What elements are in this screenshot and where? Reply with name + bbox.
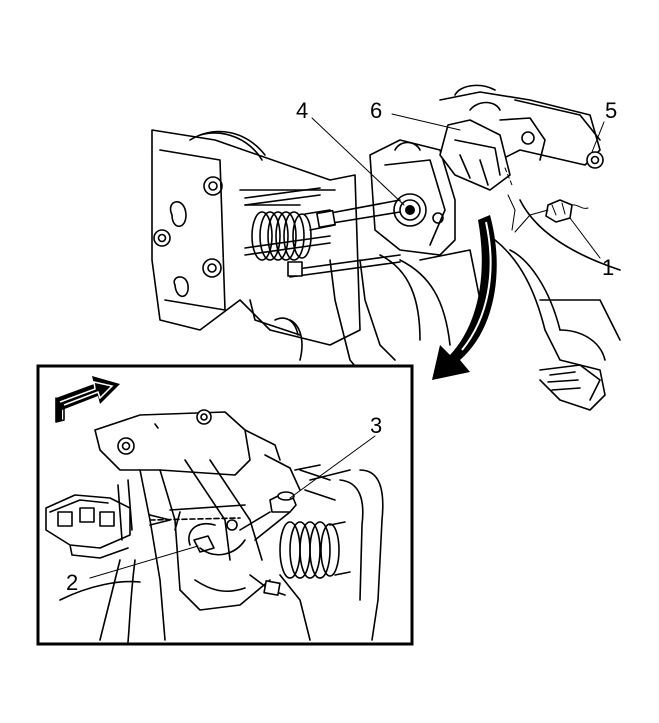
switch-bracket [439,84,604,191]
callout-label-2: 2 [66,570,78,595]
callout-label-1: 1 [602,255,614,280]
bulkhead-plate [151,129,361,346]
pedal-bracket [316,139,456,256]
inset-retaining-clip [149,504,246,556]
callout-label-6: 6 [370,98,382,123]
inset-mounting-plate [94,409,351,491]
curved-arrow-icon [432,215,497,380]
callout-label-4: 4 [296,98,308,123]
inset-leader-lines [89,435,376,579]
detail-inset: 3 2 [36,364,414,646]
brake-pedal-pad [494,199,621,411]
block-arrow-icon [55,376,120,423]
inset-pivot-bushing [226,491,297,541]
main-view: 4 6 5 1 [151,84,621,411]
inset-pedal-arm [59,459,384,643]
inset-spring [249,469,351,596]
callout-label-5: 5 [605,98,617,123]
top-leader-lines [311,113,605,259]
pedal-switch [504,167,589,233]
callout-label-3: 3 [370,413,382,438]
inset-switch [45,479,133,559]
